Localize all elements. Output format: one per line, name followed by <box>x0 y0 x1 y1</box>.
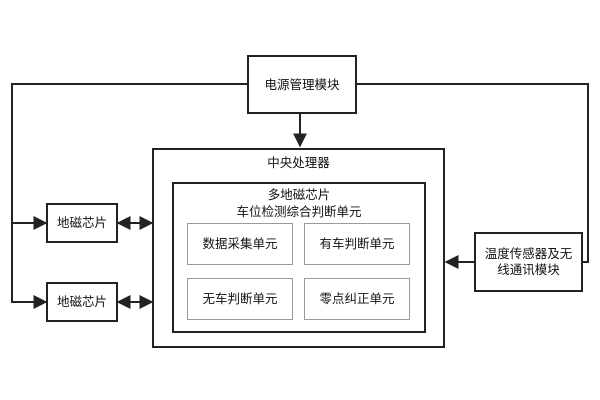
no-car-label: 无车判断单元 <box>202 291 278 306</box>
data-collection-label: 数据采集单元 <box>202 236 278 251</box>
central-processor-title: 中央处理器 <box>267 155 330 170</box>
has-car-label: 有车判断单元 <box>319 236 395 251</box>
power-to-right-line <box>357 83 589 263</box>
data-collection-unit: 数据采集单元 <box>187 223 293 265</box>
geomagnetic-chip-top: 地磁芯片 <box>46 203 118 243</box>
has-car-unit: 有车判断单元 <box>304 223 410 265</box>
parking-detection-title-line1: 多地磁芯片 <box>267 187 331 202</box>
geomagnetic-chip-bottom-label: 地磁芯片 <box>56 294 107 309</box>
parking-detection-title-line2: 车位检测综合判断单元 <box>236 204 362 219</box>
power-management-module: 电源管理模块 <box>247 55 357 114</box>
temperature-module-label-line2: 线通讯模块 <box>497 262 560 277</box>
geomagnetic-chip-top-label: 地磁芯片 <box>56 215 107 230</box>
zero-correction-unit: 零点纠正单元 <box>304 278 410 320</box>
power-management-label: 电源管理模块 <box>264 76 340 92</box>
temperature-module-label-line1: 温度传感器及无 <box>484 246 573 261</box>
power-to-left-line <box>11 83 247 309</box>
no-car-unit: 无车判断单元 <box>187 278 293 320</box>
geomagnetic-chip-bottom: 地磁芯片 <box>46 282 118 322</box>
temperature-wireless-module: 温度传感器及无 线通讯模块 <box>474 232 583 292</box>
zero-correction-label: 零点纠正单元 <box>319 291 395 306</box>
